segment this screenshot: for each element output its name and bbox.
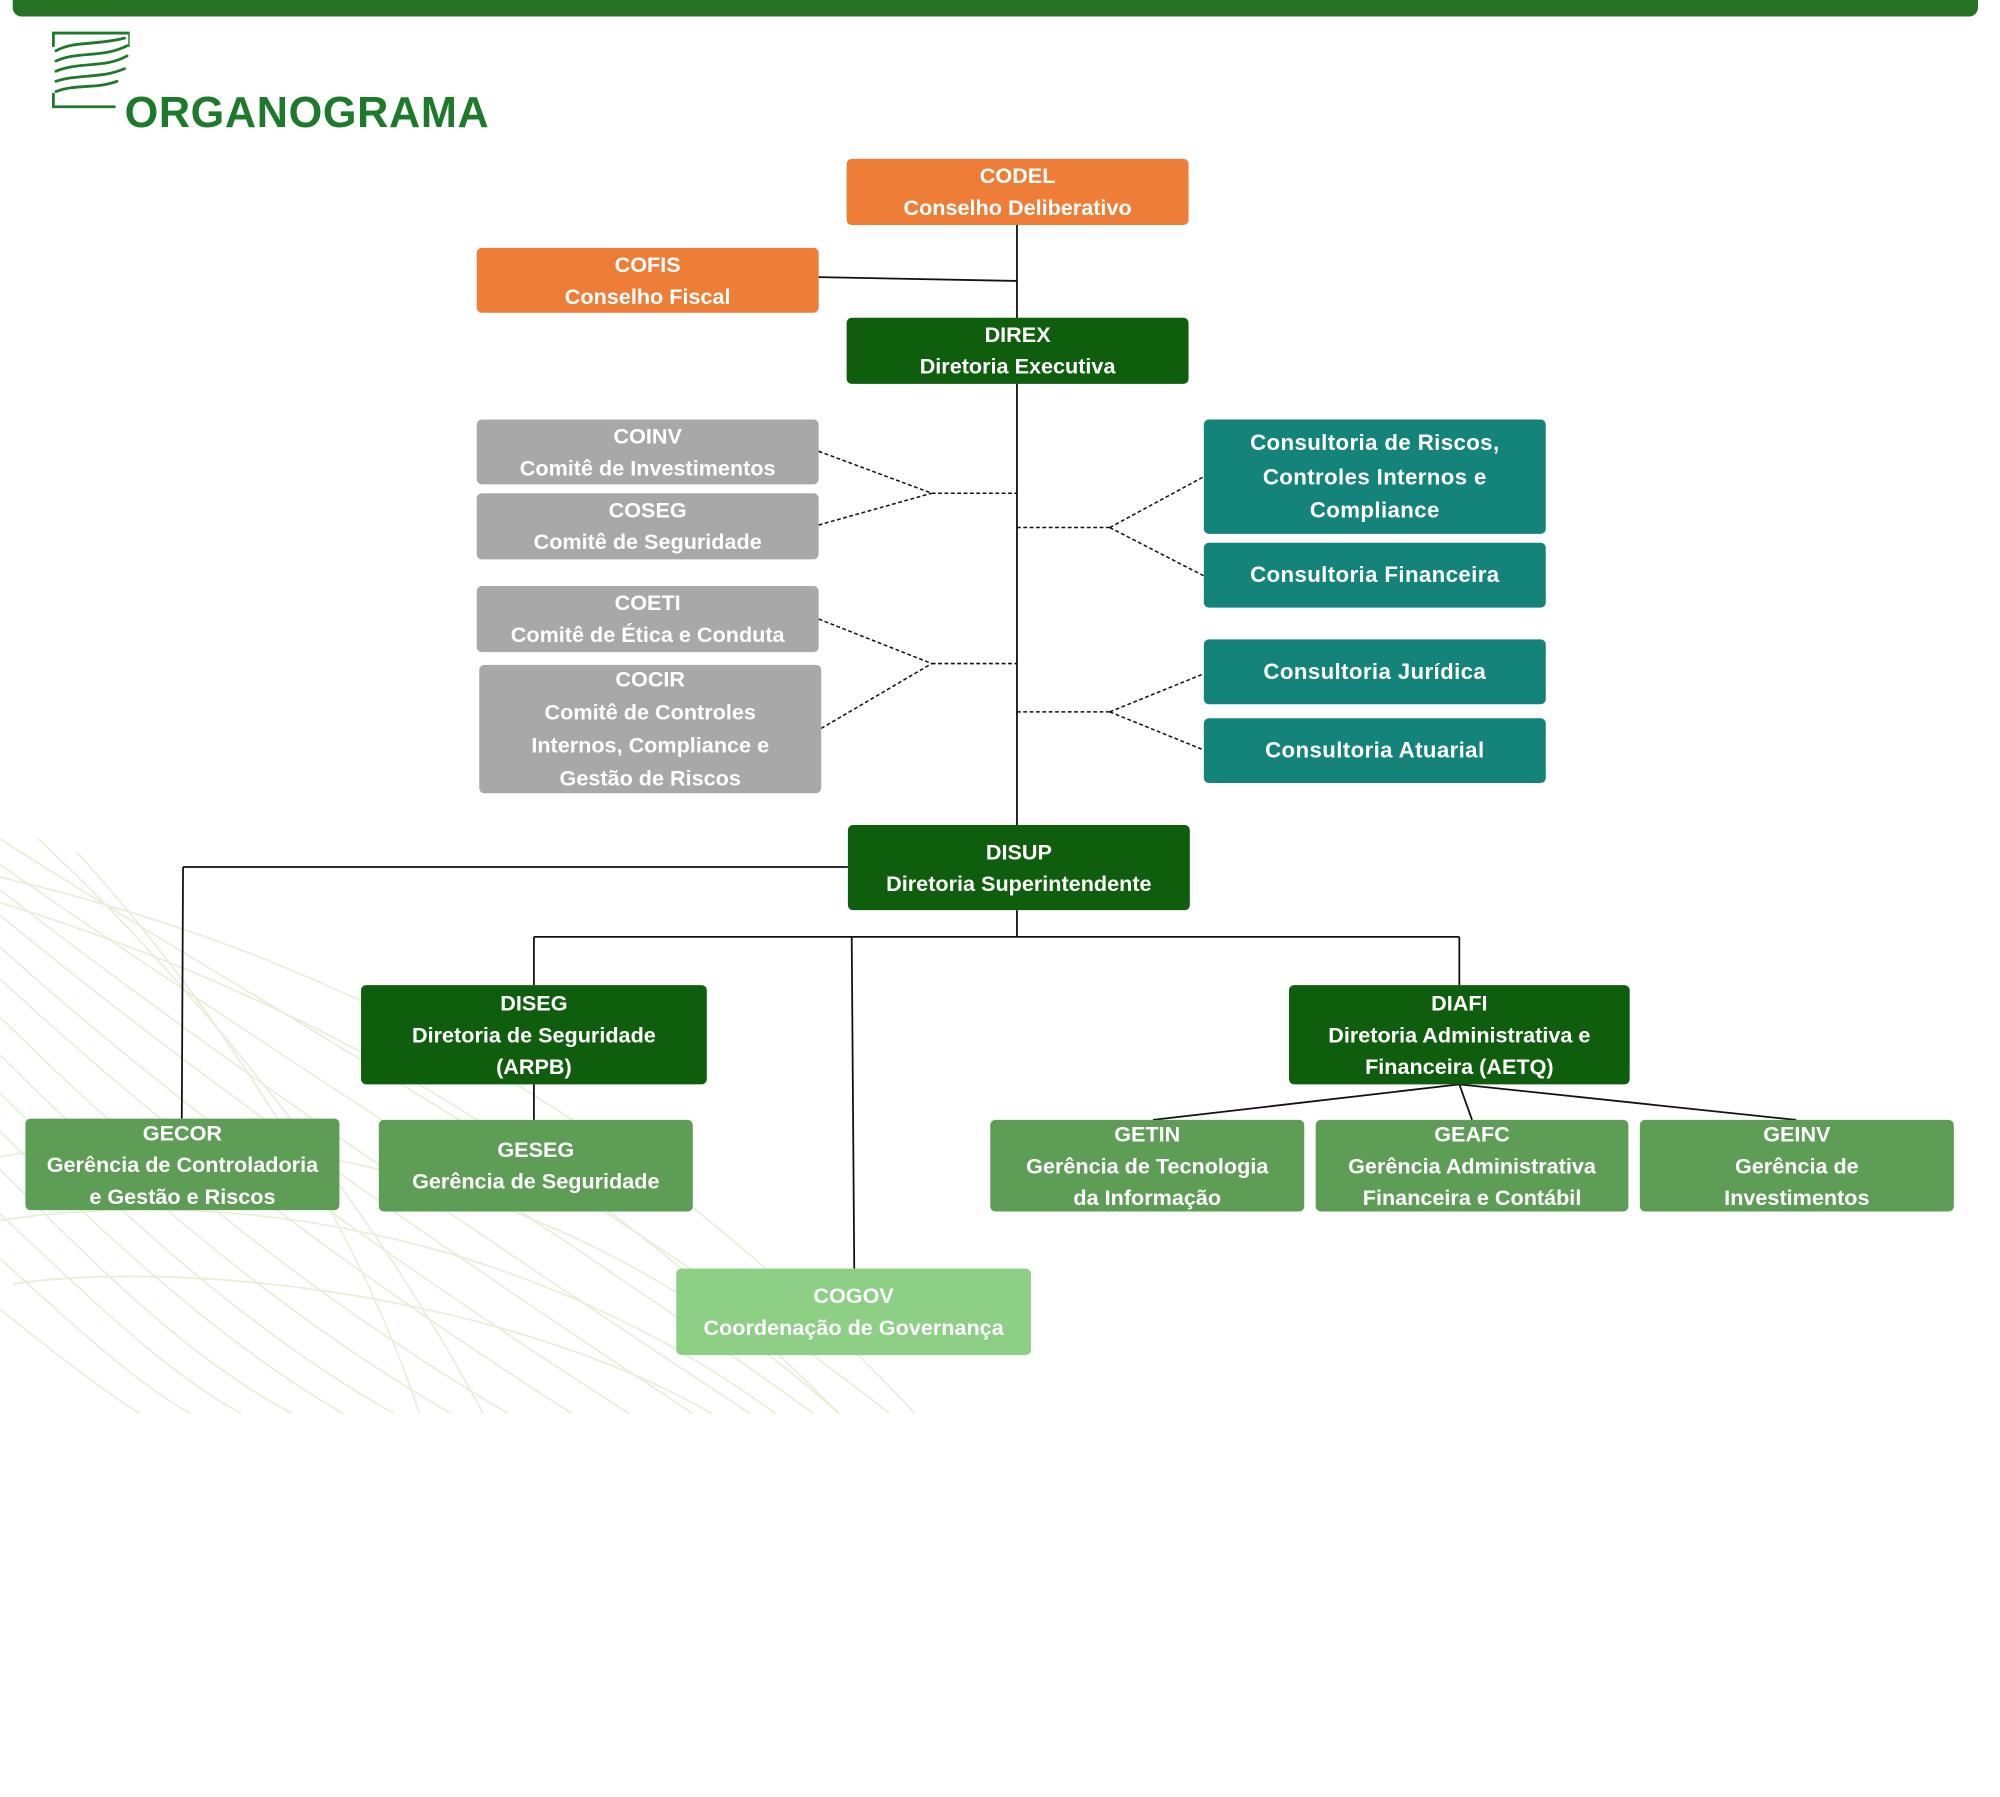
- node-name-line: Internos, Compliance e: [531, 732, 770, 757]
- node-name: Diretoria de Seguridade: [412, 1022, 656, 1047]
- node-name-line: Compliance: [1309, 497, 1440, 523]
- node-name-line: Financeira e Contábil: [1362, 1185, 1582, 1210]
- org-node-consultoria-atuarial: Consultoria Atuarial: [1203, 718, 1546, 784]
- connector-lines: [180, 223, 1797, 1269]
- node-name: Consultoria Atuarial: [1265, 737, 1485, 764]
- org-node-diseg: DISEG Diretoria de Seguridade (ARPB): [361, 985, 707, 1085]
- node-name: Comitê de Seguridade: [533, 530, 762, 555]
- dashed-consult-juridica: [1109, 673, 1205, 713]
- node-code: DIREX: [984, 322, 1051, 348]
- node-code: COFIS: [614, 252, 681, 277]
- node-code: DISUP: [985, 839, 1052, 864]
- node-code: GETIN: [1114, 1121, 1181, 1146]
- node-name: Coordenação de Governança: [703, 1315, 1004, 1340]
- node-name: Comitê de Investimentos: [519, 455, 776, 480]
- org-node-consultoria-financeira: Consultoria Financeira: [1203, 542, 1546, 608]
- node-code: CODEL: [979, 163, 1056, 189]
- org-node-coinv: COINV Comitê de Investimentos: [476, 419, 819, 485]
- node-code: COGOV: [813, 1283, 894, 1309]
- org-node-cocir: COCIR Comitê de Controles Internos, Comp…: [479, 664, 822, 794]
- org-node-cofis: COFIS Conselho Fiscal: [476, 247, 819, 313]
- dashed-cocir: [820, 662, 933, 730]
- connector-gecor-drop: [180, 866, 184, 1119]
- org-node-getin: GETIN Gerência de Tecnologia da Informaç…: [990, 1119, 1305, 1212]
- node-name-line: e Gestão e Riscos: [89, 1184, 276, 1209]
- connector-diafi-geinv: [1459, 1083, 1797, 1121]
- node-code: GEINV: [1763, 1121, 1831, 1146]
- node-name-line: Consultoria de Riscos,: [1250, 429, 1500, 456]
- dashed-consult-atuarial: [1109, 711, 1205, 751]
- node-name: Diretoria Superintendente: [886, 871, 1152, 896]
- leaf-waves-logo-icon: [51, 31, 130, 109]
- org-node-coseg: COSEG Comitê de Seguridade: [476, 493, 819, 560]
- top-accent-bar: [12, 0, 1978, 17]
- node-name-line: Financeira (AETQ): [1365, 1054, 1554, 1079]
- org-node-geinv: GEINV Gerência de Investimentos: [1639, 1119, 1954, 1212]
- node-name-line: Gerência de: [1734, 1153, 1859, 1178]
- dashed-consult-financeira: [1109, 526, 1205, 577]
- org-node-diafi: DIAFI Diretoria Administrativa e Finance…: [1288, 985, 1630, 1085]
- dashed-consult-riscos: [1109, 476, 1205, 529]
- connector-diafi-getin: [1152, 1083, 1460, 1121]
- org-node-direx: DIREX Diretoria Executiva: [846, 317, 1189, 384]
- node-name-line: Controles Internos e: [1262, 463, 1487, 490]
- org-node-coeti: COETI Comitê de Ética e Conduta: [476, 586, 819, 653]
- org-node-geafc: GEAFC Gerência Administrativa Financeira…: [1315, 1119, 1629, 1212]
- node-name-line: Diretoria Administrativa e: [1328, 1022, 1591, 1047]
- node-name-line: Gestão de Riscos: [559, 765, 741, 791]
- dashed-coinv: [818, 450, 933, 494]
- node-name-line: Comitê de Controles: [544, 699, 756, 724]
- node-name: Conselho Fiscal: [564, 284, 731, 309]
- dashed-coseg: [818, 492, 932, 526]
- org-node-consultoria-riscos: Consultoria de Riscos, Controles Interno…: [1203, 419, 1546, 534]
- node-name: Consultoria Jurídica: [1263, 658, 1487, 685]
- node-code: DIAFI: [1431, 990, 1488, 1016]
- node-code: GECOR: [142, 1120, 223, 1145]
- node-name-line: Gerência de Controladoria: [46, 1152, 319, 1177]
- node-name: Conselho Deliberativo: [903, 195, 1132, 220]
- node-name-line: Gerência Administrativa: [1348, 1153, 1596, 1178]
- node-name-line: Investimentos: [1724, 1185, 1870, 1210]
- node-code: DISEG: [500, 990, 568, 1016]
- connector-diafi-geafc: [1458, 1084, 1473, 1121]
- header-brand: ORGANOGRAMA: [51, 31, 509, 135]
- node-code: COETI: [614, 591, 681, 616]
- node-name: Gerência de Seguridade: [412, 1169, 660, 1194]
- org-node-cogov: COGOV Coordenação de Governança: [676, 1268, 1031, 1356]
- dashed-coeti: [818, 618, 933, 665]
- org-node-codel: CODEL Conselho Deliberativo: [846, 158, 1189, 226]
- node-name-line: da Informação: [1073, 1185, 1222, 1210]
- node-name: Comitê de Ética e Conduta: [510, 622, 785, 648]
- node-code: COSEG: [608, 498, 687, 523]
- org-node-geseg: GESEG Gerência de Seguridade: [378, 1119, 693, 1212]
- connector-cogov-drop: [850, 936, 856, 1269]
- org-node-gecor: GECOR Gerência de Controladoria e Gestão…: [25, 1118, 340, 1211]
- page-title: ORGANOGRAMA: [124, 88, 490, 138]
- node-code: GEAFC: [1434, 1121, 1510, 1146]
- node-name: Diretoria Executiva: [919, 354, 1116, 379]
- node-note: (ARPB): [496, 1054, 572, 1079]
- node-code: COCIR: [615, 666, 686, 691]
- org-node-disup: DISUP Diretoria Superintendente: [847, 825, 1190, 911]
- connector-cofis: [818, 276, 1017, 282]
- node-name: Consultoria Financeira: [1250, 562, 1500, 588]
- node-code: COINV: [613, 423, 682, 449]
- org-node-consultoria-juridica: Consultoria Jurídica: [1203, 639, 1546, 705]
- node-name-line: Gerência de Tecnologia: [1026, 1153, 1269, 1178]
- node-code: GESEG: [497, 1137, 575, 1162]
